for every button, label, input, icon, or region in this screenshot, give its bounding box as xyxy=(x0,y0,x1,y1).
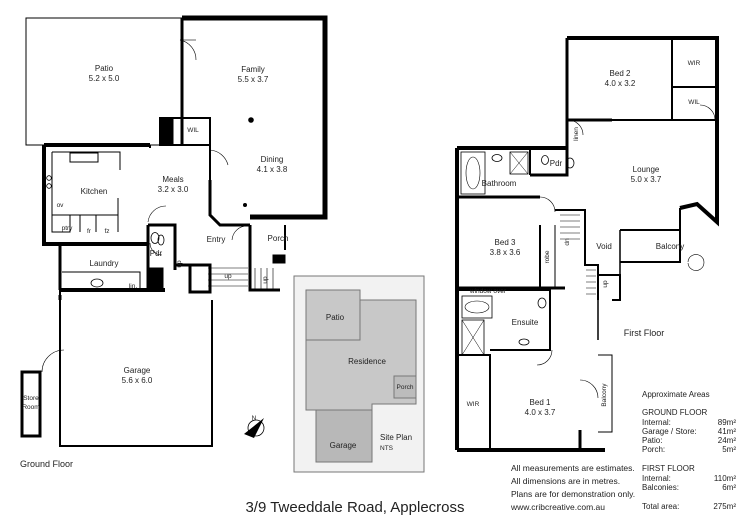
areas-row-value: 6m² xyxy=(722,483,736,492)
approximate-areas: Approximate Areas GROUND FLOOR Internal:… xyxy=(642,390,736,511)
stair-label-up-first: up xyxy=(602,280,609,288)
site-label-garage: Garage xyxy=(330,441,357,450)
room-label-ptry: ptry xyxy=(62,225,74,232)
areas-row-label: Balconies: xyxy=(642,483,679,492)
ground-floor-labels: Patio 5.2 x 5.0 Family 5.5 x 3.7 WIL Din… xyxy=(20,64,288,469)
areas-row-label: Garage / Store: xyxy=(642,427,697,436)
first-floor-labels: Bed 2 4.0 x 3.2 WIR WIL linen Pdr Bathro… xyxy=(467,60,701,417)
areas-row-label: Internal: xyxy=(642,474,671,483)
site-plan-labels: Patio Residence Porch Garage Site Plan N… xyxy=(252,313,414,452)
room-label-void: Void xyxy=(596,242,612,251)
room-size-patio: 5.2 x 5.0 xyxy=(89,74,120,83)
room-label-wir-bottom: WIR xyxy=(467,401,480,408)
areas-total-value: 275m² xyxy=(713,502,736,511)
room-label-fr: fr xyxy=(87,228,92,235)
room-label-robe: robe xyxy=(544,250,551,263)
room-size-bed2: 4.0 x 3.2 xyxy=(605,79,636,88)
north-arrow-icon xyxy=(244,418,265,438)
areas-row-value: 5m² xyxy=(722,445,736,454)
site-plan-scale: NTS xyxy=(380,445,394,452)
room-label-bed3: Bed 3 xyxy=(495,238,516,247)
room-label-dining: Dining xyxy=(261,155,284,164)
areas-first-heading: FIRST FLOOR xyxy=(642,464,695,473)
room-size-bed1: 4.0 x 3.7 xyxy=(525,408,556,417)
room-label-entry: Entry xyxy=(207,235,226,244)
room-label-window-over: window over xyxy=(469,288,507,295)
site-plan-title: Site Plan xyxy=(380,433,412,442)
areas-title: Approximate Areas xyxy=(642,390,710,399)
room-label-pdr-ground: Pdr xyxy=(150,249,163,258)
room-size-family: 5.5 x 3.7 xyxy=(238,75,269,84)
website-link: www.cribcreative.com.au xyxy=(510,502,605,512)
disclaimer-line: All measurements are estimates. xyxy=(511,463,635,473)
room-label-patio: Patio xyxy=(95,64,114,73)
room-label-family: Family xyxy=(241,65,265,74)
room-label-linen: linen xyxy=(573,127,580,141)
stair-label-dn: dn xyxy=(564,238,571,246)
room-label-ensuite: Ensuite xyxy=(512,318,539,327)
disclaimer: All measurements are estimates. All dime… xyxy=(510,463,635,512)
room-label-lin: lin. xyxy=(129,283,138,290)
property-address: 3/9 Tweeddale Road, Applecross xyxy=(245,499,464,516)
ground-floor-plan xyxy=(20,15,328,447)
room-size-meals: 3.2 x 3.0 xyxy=(158,185,189,194)
room-label-lounge: Lounge xyxy=(633,165,660,174)
areas-row-label: Porch: xyxy=(642,445,665,454)
ground-floor-caption: Ground Floor xyxy=(20,459,73,469)
areas-row-value: 110m² xyxy=(714,474,736,483)
stair-label-up-1: up xyxy=(176,260,183,268)
room-label-wil-top: WIL xyxy=(688,99,700,106)
room-label-laundry: Laundry xyxy=(90,259,119,268)
room-label-store-2: Room xyxy=(22,404,39,411)
site-label-patio: Patio xyxy=(326,313,345,322)
areas-row-value: 24m² xyxy=(718,436,737,445)
room-label-wil: WIL xyxy=(187,127,199,134)
site-label-residence: Residence xyxy=(348,357,386,366)
stair-label-up-2: up xyxy=(224,273,232,280)
areas-row-label: Internal: xyxy=(642,418,671,427)
areas-row-value: 89m² xyxy=(718,418,737,427)
room-size-lounge: 5.0 x 3.7 xyxy=(631,175,662,184)
room-label-ov: ov xyxy=(57,202,65,209)
room-label-wir-top: WIR xyxy=(688,60,701,67)
site-label-porch: Porch xyxy=(397,384,414,391)
room-label-balcony-side: Balcony xyxy=(601,383,608,407)
room-label-balcony-top: Balcony xyxy=(656,242,684,251)
room-label-store: Store xyxy=(23,395,39,402)
room-label-meals: Meals xyxy=(162,175,183,184)
room-size-dining: 4.1 x 3.8 xyxy=(257,165,288,174)
north-label: N xyxy=(252,415,257,422)
room-label-porch: Porch xyxy=(268,234,289,243)
first-floor-caption: First Floor xyxy=(624,328,665,338)
room-label-bed2: Bed 2 xyxy=(610,69,631,78)
stair-label-up-3: up xyxy=(262,276,269,284)
disclaimer-line: All dimensions are in metres. xyxy=(511,476,620,486)
room-size-bed3: 3.8 x 3.6 xyxy=(490,248,521,257)
room-label-garage: Garage xyxy=(124,366,151,375)
site-plan xyxy=(293,275,425,473)
room-label-pdr-first: Pdr xyxy=(550,159,563,168)
first-floor-plan xyxy=(455,36,719,452)
room-label-kitchen: Kitchen xyxy=(81,187,108,196)
room-label-bed1: Bed 1 xyxy=(530,398,551,407)
areas-ground-heading: GROUND FLOOR xyxy=(642,408,708,417)
room-size-garage: 5.6 x 6.0 xyxy=(122,376,153,385)
room-label-fz: fz xyxy=(104,228,109,235)
room-label-bathroom: Bathroom xyxy=(482,179,517,188)
areas-row-value: 41m² xyxy=(718,427,737,436)
areas-row-label: Patio: xyxy=(642,436,662,445)
areas-total-label: Total area: xyxy=(642,502,679,511)
disclaimer-line: Plans are for demonstration only. xyxy=(511,489,635,499)
